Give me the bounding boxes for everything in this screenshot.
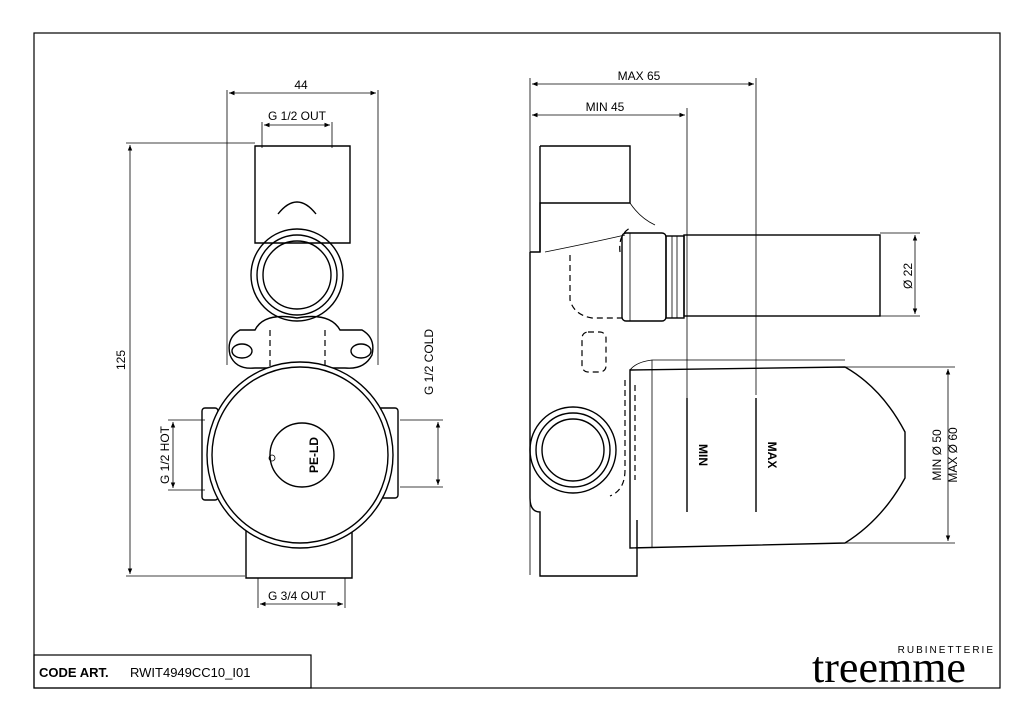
height-dimension: 125 — [114, 350, 128, 370]
front-view: 44 G 1/2 OUT 125 G 3/4 OUT G 1/2 HOT G 1… — [114, 78, 443, 608]
max-cover-diameter: MAX Ø 60 — [946, 427, 960, 483]
body-marking: PE-LD — [307, 437, 321, 473]
max-depth-dimension: MAX 65 — [618, 69, 661, 83]
top-outlet-label: G 1/2 OUT — [268, 109, 327, 123]
bottom-outlet-label: G 3/4 OUT — [268, 589, 327, 603]
min-depth-dimension: MIN 45 — [586, 100, 625, 114]
side-view: MAX 65 MIN 45 Ø 22 MIN Ø 50 MAX Ø 60 MIN — [529, 69, 960, 577]
pipe-diameter-dimension: Ø 22 — [901, 263, 915, 289]
min-mark: MIN — [696, 444, 710, 466]
title-block: CODE ART. RWIT4949CC10_I01 — [33, 654, 312, 689]
brand-tagline: RUBINETTERIE — [898, 645, 995, 656]
drawing-frame — [33, 32, 1001, 689]
code-label: CODE ART. — [39, 665, 109, 680]
code-value: RWIT4949CC10_I01 — [130, 665, 250, 680]
max-mark: MAX — [765, 442, 779, 469]
hot-inlet-label: G 1/2 HOT — [158, 425, 172, 484]
min-cover-diameter: MIN Ø 50 — [930, 429, 944, 481]
cold-inlet-label: G 1/2 COLD — [422, 329, 436, 395]
width-dimension: 44 — [294, 78, 308, 92]
brand-name: treemme — [812, 643, 966, 692]
brand-logo: RUBINETTERIE treemme — [812, 643, 995, 692]
